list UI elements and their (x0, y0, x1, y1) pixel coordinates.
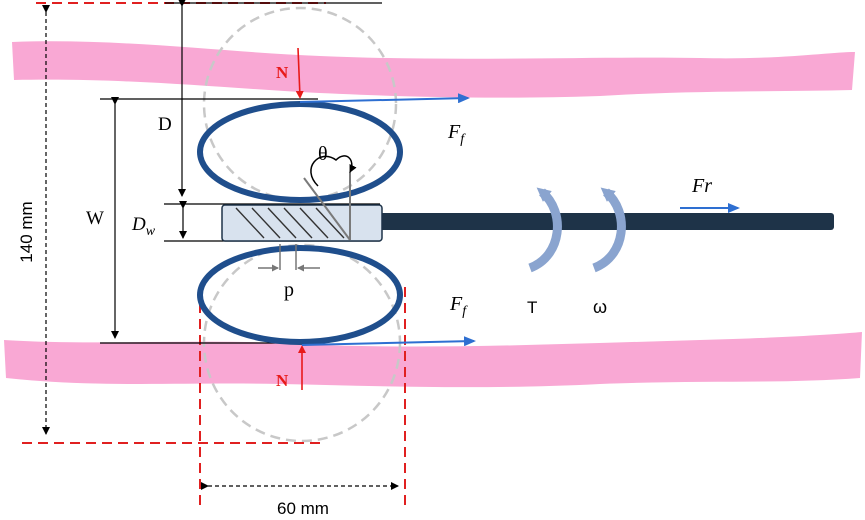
angular-velocity-label: ω (593, 297, 607, 317)
friction-bottom-arrow (301, 336, 476, 347)
screw-body (221, 204, 383, 242)
length-dim-label: 60 mm (277, 499, 329, 518)
height-dim-label: 140 mm (17, 201, 36, 262)
friction-top-arrow (299, 93, 470, 104)
friction-bottom-label: Ff (449, 293, 468, 319)
coil-bottom (197, 245, 403, 345)
theta-label: θ (318, 143, 328, 165)
friction-top-label: Ff (447, 121, 466, 147)
d-label: D (158, 114, 172, 135)
theta-line-inclined (303, 177, 351, 241)
normal-force-bottom-label: N (276, 371, 289, 390)
pipe-wall-top (12, 41, 855, 98)
pitch-label: p (284, 279, 294, 301)
resistance-force-label: Fr (691, 175, 712, 197)
normal-force-top-arrow (295, 47, 304, 99)
angular-velocity-rotation-arrow (592, 187, 626, 273)
normal-force-top-label: N (276, 63, 289, 82)
drive-shaft (378, 213, 834, 230)
torque-label: T (527, 298, 537, 317)
theta-arc-arrow (310, 155, 357, 187)
w-label: W (86, 208, 104, 229)
thread-lines (235, 207, 345, 239)
pipe-wall-bottom (4, 332, 862, 388)
torque-rotation-arrow (528, 187, 562, 273)
coil-top (197, 101, 403, 203)
dw-label: Dw (131, 214, 156, 239)
